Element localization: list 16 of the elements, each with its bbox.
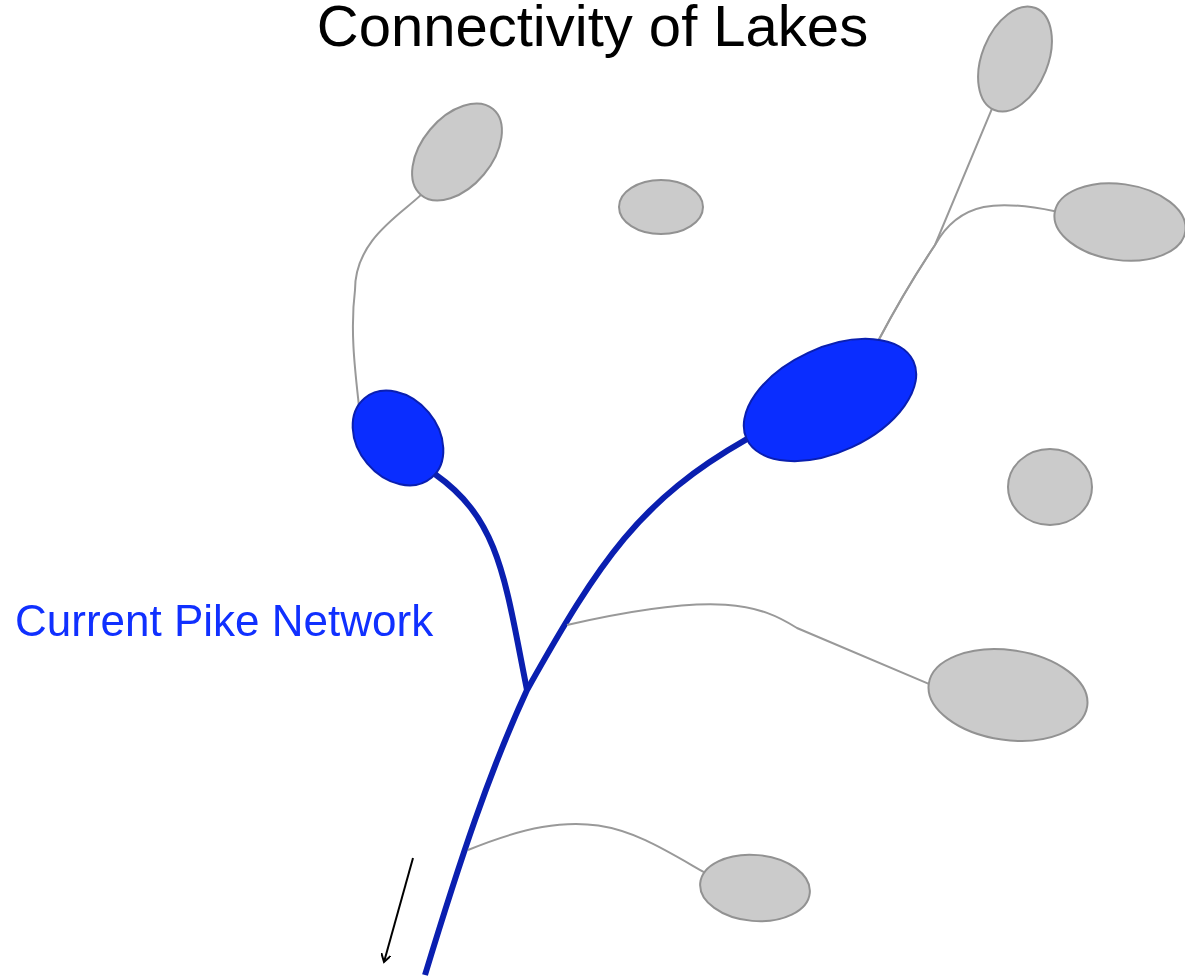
title: Connectivity of Lakes	[315, 0, 870, 59]
river-line	[422, 436, 749, 976]
lake-shape	[1007, 448, 1093, 526]
stream-line	[467, 823, 706, 874]
lake-shape	[742, 337, 918, 463]
network-label: Current Pike Network	[15, 596, 434, 646]
lake-shape	[699, 853, 811, 923]
lake-shape	[977, 5, 1053, 113]
stream-line	[877, 204, 1056, 341]
lake-shape	[411, 102, 503, 202]
lake-shape	[618, 179, 704, 235]
lake-shape	[927, 648, 1089, 742]
lake-shape	[1053, 182, 1185, 262]
river-line	[433, 471, 530, 691]
lake-shape	[351, 389, 445, 487]
stream-line	[566, 603, 930, 685]
